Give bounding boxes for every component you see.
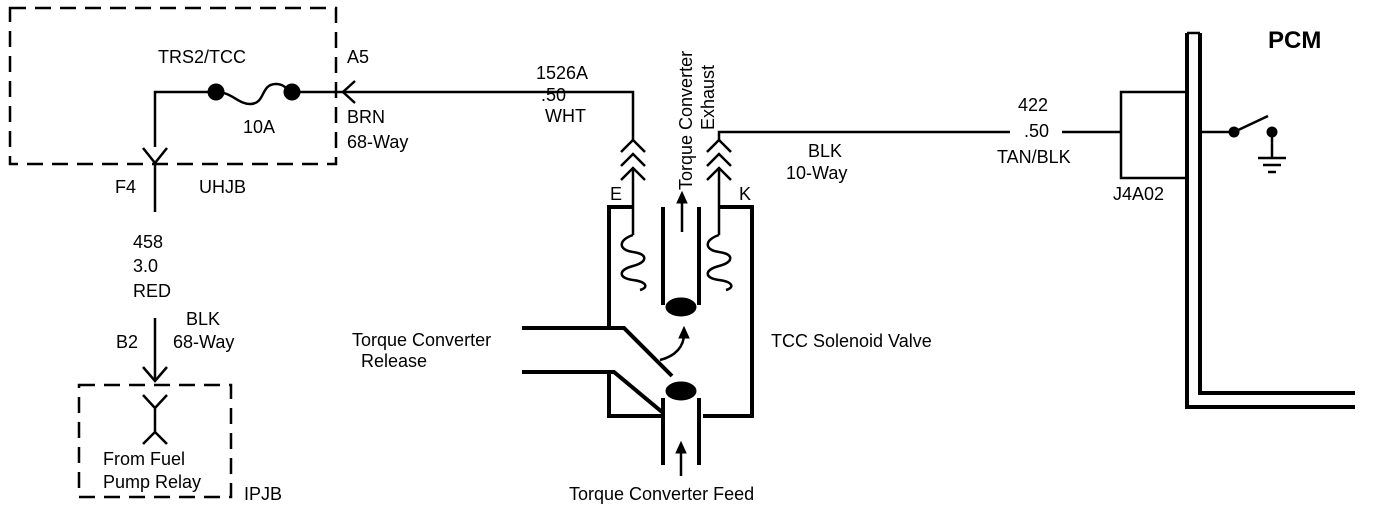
switch-blade-icon	[1233, 114, 1269, 134]
coil-right-icon	[706, 233, 733, 292]
f4-arrow-icon	[142, 147, 168, 166]
wire-1526a	[343, 90, 635, 142]
pcm-block: J4A02 PCM	[1113, 27, 1355, 409]
release-label-line2: Release	[361, 351, 427, 371]
wire-458-group: 458 3.0 RED BLK 68-Way B2 From Fuel Pump…	[77, 165, 282, 504]
curved-arrowhead-icon	[678, 325, 690, 339]
coil-left-icon	[620, 233, 647, 292]
pin-f4: F4	[115, 177, 136, 197]
exhaust-channel	[661, 207, 701, 305]
ground-icon	[1258, 156, 1286, 174]
exhaust-ball	[665, 297, 697, 317]
b2-arrow-icon	[142, 366, 168, 383]
valve-label: TCC Solenoid Valve	[771, 331, 932, 351]
b2-color: BLK	[186, 309, 220, 329]
exhaust-arrowhead-icon	[676, 190, 688, 204]
fuse-rating: 10A	[243, 117, 275, 137]
feed-channel	[661, 398, 701, 465]
feed-ball	[665, 381, 697, 401]
wire-422-gauge: .50	[1024, 121, 1049, 141]
pin-e: E	[610, 184, 622, 204]
uhjb-label: UHJB	[199, 177, 246, 197]
wire-1526a-gauge: .50	[541, 85, 566, 105]
wire-1526a-circuit: 1526A	[536, 63, 588, 83]
pcm-outline	[1185, 33, 1355, 409]
uhjb-block: TRS2/TCC 10A A5 F4 UHJB	[8, 6, 369, 197]
a5-color: BRN	[347, 107, 385, 127]
tcc-solenoid-valve: E K Torque Converter Exhaust Torque Conv…	[352, 51, 932, 504]
pin-k: K	[739, 184, 751, 204]
pin-a5: A5	[347, 47, 369, 67]
ipjb-text-line2: Pump Relay	[103, 472, 201, 492]
10way-color: BLK	[808, 141, 842, 161]
ipjb-label: IPJB	[244, 484, 282, 504]
wire-458-gauge: 3.0	[133, 256, 158, 276]
ipjb-dashed-box	[77, 383, 233, 499]
a5-type: 68-Way	[347, 132, 408, 152]
wire-422-color: TAN/BLK	[997, 147, 1071, 167]
exhaust-label-line1: Torque Converter	[676, 51, 696, 190]
wire-1526a-group: BRN 68-Way 1526A .50 WHT	[341, 63, 635, 152]
solenoid-outline	[607, 205, 754, 418]
pin-e-connector-icon	[620, 138, 646, 181]
wire-458-circuit: 458	[133, 232, 163, 252]
fuse-name: TRS2/TCC	[158, 47, 246, 67]
wire-422-circuit: 422	[1018, 95, 1048, 115]
feed-label: Torque Converter Feed	[569, 484, 754, 504]
j4a02-connector-box	[1119, 90, 1189, 180]
b2-type: 68-Way	[173, 332, 234, 352]
exhaust-label-line2: Exhaust	[698, 65, 718, 130]
release-passage	[522, 326, 674, 414]
feed-arrowhead-icon	[675, 440, 687, 454]
ipjb-text-line1: From Fuel	[103, 449, 185, 469]
pin-b2: B2	[116, 332, 138, 352]
wire-k-to-pcm	[717, 130, 1010, 142]
uhjb-dashed-box	[8, 6, 338, 166]
fuse-icon	[215, 82, 293, 106]
release-label-line1: Torque Converter	[352, 330, 491, 350]
wire-458-color: RED	[133, 281, 171, 301]
10way-type: 10-Way	[786, 163, 847, 183]
j4a02-label: J4A02	[1113, 184, 1164, 204]
wire-1526a-color: WHT	[545, 106, 586, 126]
pcm-label: PCM	[1268, 27, 1321, 54]
uhjb-internal-wire	[153, 90, 216, 147]
ipjb-connector-icon	[142, 394, 168, 445]
wire-422-group: BLK 10-Way 422 .50 TAN/BLK	[717, 95, 1121, 183]
